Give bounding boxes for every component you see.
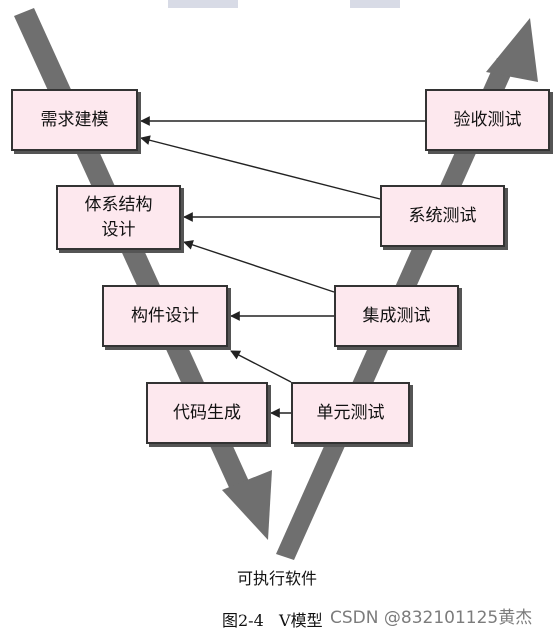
requirements-modeling-label: 需求建模 — [40, 109, 109, 130]
connector-integration-to-architecture — [183, 240, 335, 293]
connector-system-to-requirements — [140, 135, 381, 200]
requirements-modeling-box: 需求建模 — [11, 89, 138, 151]
unit-testing-label: 单元测试 — [316, 402, 385, 423]
component-design-box: 构件设计 — [102, 285, 228, 347]
acceptance-testing-label: 验收测试 — [453, 109, 522, 130]
integration-testing-label: 集成测试 — [362, 305, 431, 326]
unit-testing-box: 单元测试 — [291, 382, 410, 444]
code-generation-label: 代码生成 — [173, 402, 241, 423]
ascending-arrowhead — [486, 18, 538, 82]
connector-unit-to-component — [230, 350, 292, 383]
component-design-label: 构件设计 — [131, 305, 199, 326]
top-decor-bar-left — [168, 0, 238, 8]
integration-testing-box: 集成测试 — [334, 285, 459, 347]
descending-arrowhead — [222, 470, 272, 540]
code-generation-box: 代码生成 — [146, 382, 268, 444]
system-testing-box: 系统测试 — [380, 185, 505, 247]
architecture-design-label-line1: 体系结构 — [84, 194, 153, 215]
architecture-design-box: 体系结构 设计 — [56, 185, 181, 250]
figure-caption: 图2-4 V模型 — [222, 611, 323, 630]
top-decor-bar-right — [350, 0, 400, 8]
system-testing-label: 系统测试 — [408, 205, 477, 226]
csdn-watermark: CSDN @832101125黄杰 — [330, 608, 533, 628]
executable-software-label: 可执行软件 — [237, 569, 318, 588]
acceptance-testing-box: 验收测试 — [425, 89, 550, 151]
architecture-design-label-line2: 设计 — [101, 219, 136, 240]
